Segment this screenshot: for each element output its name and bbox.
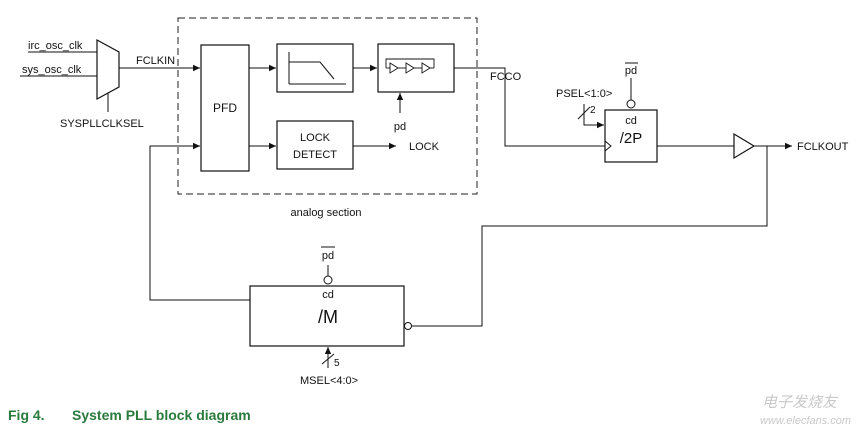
sysplclksel-label: SYSPLLCLKSEL	[60, 118, 144, 130]
feedback-line	[410, 146, 768, 327]
output-buffer	[733, 132, 756, 160]
feedback-divider-cd-label: cd	[322, 289, 334, 301]
psel-label: PSEL<1:0>	[556, 88, 612, 100]
fbdiv-pd-label: pd	[322, 250, 334, 262]
fcco-label: FCCO	[490, 71, 522, 83]
watermark-url: www.elecfans.com	[760, 415, 851, 427]
analog-section-label: analog section	[291, 207, 362, 219]
watermark-text: 电子发烧友	[762, 394, 839, 411]
psel-line	[583, 104, 604, 129]
post-divider-pd-bubble	[626, 99, 636, 109]
lowpass-filter-icon	[288, 52, 346, 85]
msel-label: MSEL<4:0>	[300, 375, 358, 387]
vco-ring-oscillator-icon	[385, 58, 435, 74]
lock-detect-block	[276, 120, 354, 170]
fclkout-label: FCLKOUT	[797, 141, 849, 153]
lock-label: LOCK	[409, 141, 440, 153]
vco-pd-label: pd	[394, 121, 406, 133]
fbdiv-pd-bubble	[323, 275, 333, 285]
msel-width-label: 5	[334, 358, 340, 369]
irc-osc-clk-label: irc_osc_clk	[28, 40, 83, 52]
fbdiv-clock-bubble	[404, 322, 412, 330]
fbdiv-to-pfd-line	[149, 142, 250, 301]
post-divider-label: /2P	[620, 130, 643, 147]
lock-detect-label-2: DETECT	[293, 149, 337, 161]
fclkin-label: FCLKIN	[136, 55, 175, 67]
figure-title: System PLL block diagram	[72, 407, 251, 423]
pfd-label: PFD	[213, 101, 237, 115]
post-divider-block	[604, 109, 658, 163]
post-divider-pd-label: pd	[625, 65, 637, 77]
fcco-line	[454, 67, 605, 147]
post-divider-clock-mark	[604, 140, 612, 152]
feedback-divider-block	[249, 285, 405, 347]
loop-filter-block	[276, 43, 354, 93]
psel-width-label: 2	[590, 105, 596, 116]
figure-number: Fig 4.	[8, 407, 45, 423]
sys-osc-clk-label: sys_osc_clk	[22, 64, 82, 76]
lock-detect-label-1: LOCK	[300, 132, 331, 144]
pfd-block	[200, 44, 250, 172]
psel-bus-slash	[577, 106, 591, 120]
input-mux	[96, 38, 120, 101]
analog-section-box	[177, 17, 478, 195]
feedback-divider-label: /M	[318, 307, 338, 327]
msel-bus-slash	[321, 353, 335, 365]
post-divider-cd-label: cd	[625, 115, 637, 127]
